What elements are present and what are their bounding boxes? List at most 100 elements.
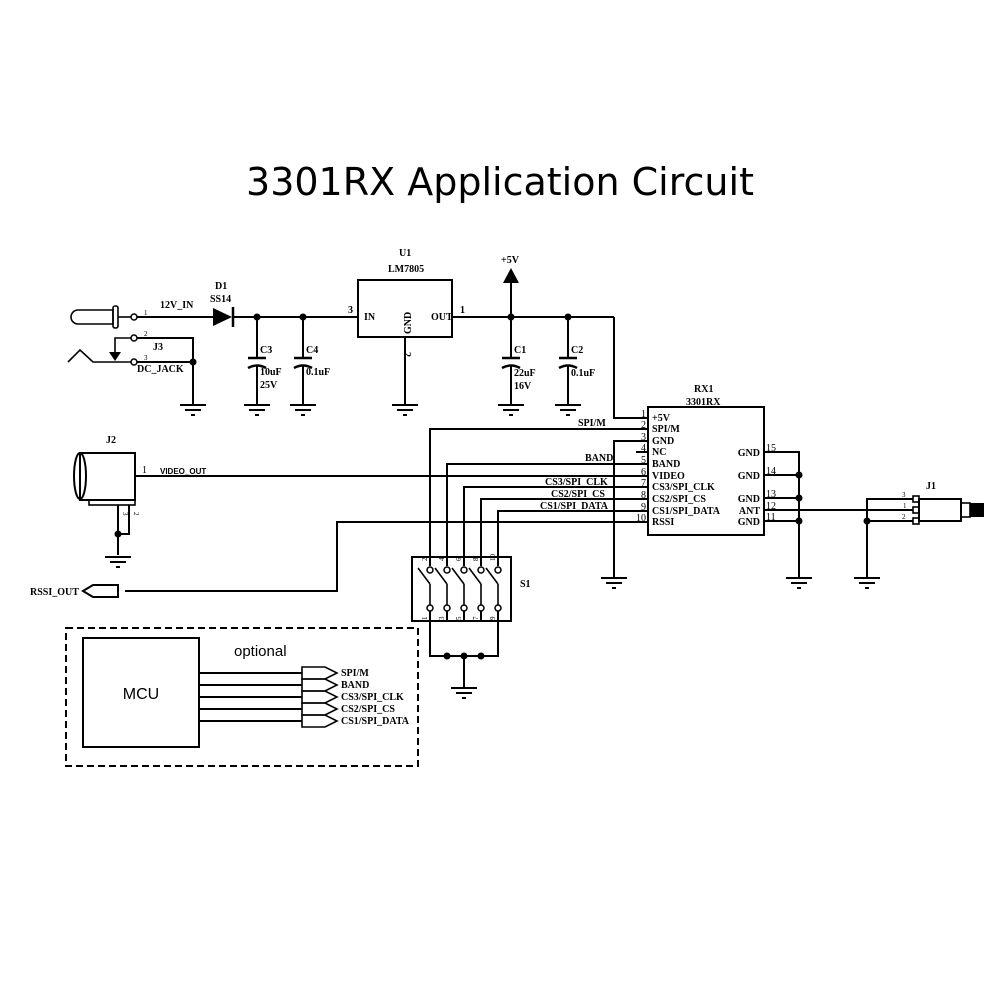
video-connector-j2: J2 1 VIDEO_OUT 3 2 xyxy=(73,435,206,568)
j3-value: DC_JACK xyxy=(137,364,184,375)
c4-ref: C4 xyxy=(306,345,318,356)
j2-ref: J2 xyxy=(106,435,116,446)
u1-pin-gnd: GND xyxy=(403,312,414,334)
diode-d1: D1 SS14 xyxy=(210,281,235,327)
port-arrow-icon xyxy=(301,678,339,692)
net-12v-in: 12V_IN xyxy=(160,300,194,311)
rx1-pin-number: 12 xyxy=(766,501,776,512)
c3-voltage: 25V xyxy=(260,380,278,391)
rx1-pin-name: SPI/M xyxy=(652,424,680,435)
u1-ref: U1 xyxy=(399,248,411,259)
mcu-port-label: CS1/SPI_DATA xyxy=(341,716,410,727)
sma-thread-icon xyxy=(970,503,984,517)
rx1-pin-name: BAND xyxy=(652,459,680,470)
diagram-title: 3301RX Application Circuit xyxy=(246,160,754,204)
u1-pin3: 3 xyxy=(348,305,353,316)
j1-pin2: 2 xyxy=(902,513,906,521)
rx1-pin-number: 8 xyxy=(641,490,646,501)
dc-plug-icon xyxy=(70,309,114,325)
rx1-pin-name: +5V xyxy=(652,413,671,424)
mcu-port-label: SPI/M xyxy=(341,668,369,679)
dip-switch-channel[interactable]: 43 xyxy=(434,557,451,621)
c1-value: 22uF xyxy=(514,368,536,379)
s1-bottom-pin: 3 xyxy=(438,616,446,620)
rx1-pin-number: 6 xyxy=(641,467,646,478)
power-arrow-icon xyxy=(503,268,519,283)
capacitor-c3: C3 10uF 25V xyxy=(243,313,282,416)
c2-ref: C2 xyxy=(571,345,583,356)
rx1-pin-name: GND xyxy=(738,494,760,505)
optional-label: optional xyxy=(234,643,287,660)
mcu-port-label: CS3/SPI_CLK xyxy=(341,692,404,703)
s1-top-pin: 10 xyxy=(489,554,497,562)
c3-ref: C3 xyxy=(260,345,272,356)
rx1-pin-number: 13 xyxy=(766,489,776,500)
port-arrow-icon xyxy=(301,714,339,728)
diode-icon xyxy=(213,308,232,326)
j2-pin2: 2 xyxy=(132,512,140,516)
power-5v-label: +5V xyxy=(501,255,520,266)
rx1-pin-number: 4 xyxy=(641,443,646,454)
j1-ref: J1 xyxy=(926,481,936,492)
net-label-cs2: CS2/SPI_CS xyxy=(551,489,605,500)
u1-pin-out: OUT xyxy=(431,312,453,323)
port-arrow-icon xyxy=(81,584,119,598)
j2-pin3: 3 xyxy=(121,512,129,516)
rx1-pin-name: GND xyxy=(738,471,760,482)
rx1-pin-name: GND xyxy=(738,517,760,528)
rx1-pin-name: CS1/SPI_DATA xyxy=(652,506,721,517)
rx1-pin-number: 15 xyxy=(766,443,776,454)
optional-boundary xyxy=(65,627,419,767)
u1-pin-in: IN xyxy=(364,312,376,323)
dip-switch-channel[interactable]: 109 xyxy=(485,554,502,622)
dip-switch-channel[interactable]: 87 xyxy=(468,557,485,621)
net-label-video-out: VIDEO_OUT xyxy=(160,467,206,476)
s1-ref: S1 xyxy=(520,579,531,590)
j3-pin1: 1 xyxy=(144,309,148,317)
optional-mcu-block: MCU optional SPI/MBANDCS3/SPI_CLKCS2/SPI… xyxy=(65,627,419,767)
rx1-pin-number: 2 xyxy=(641,420,646,431)
mcu-port-label: BAND xyxy=(341,680,369,691)
dip-switch-channel[interactable]: 65 xyxy=(451,557,468,621)
s1-top-pin: 8 xyxy=(472,557,480,561)
u1-pin2: 2 xyxy=(401,352,412,357)
rssi-out-port: RSSI_OUT xyxy=(30,584,119,598)
antenna-connector-j1: J1 3 1 2 xyxy=(853,481,984,589)
port-arrow-icon xyxy=(301,690,339,704)
rx1-ref: RX1 xyxy=(694,384,713,395)
j3-ref: J3 xyxy=(153,342,163,353)
s1-top-pin: 4 xyxy=(438,557,446,561)
rca-jack-icon xyxy=(73,452,87,500)
dip-switch-channel[interactable]: 21 xyxy=(417,557,434,621)
rx1-pin-number: 5 xyxy=(641,455,646,466)
rx1-pin-name: VIDEO xyxy=(652,471,685,482)
dc-plug-collar xyxy=(112,305,119,329)
j3-pin3: 3 xyxy=(144,354,148,362)
rx1-pin-number: 7 xyxy=(641,478,646,489)
rx1-pin-name: RSSI xyxy=(652,517,674,528)
rx1-pin-name: GND xyxy=(738,448,760,459)
rx1-pin-number: 9 xyxy=(641,502,646,513)
j3-pin2: 2 xyxy=(144,330,148,338)
rx1-pin-name: CS2/SPI_CS xyxy=(652,494,706,505)
jack-switch-arrow-icon xyxy=(109,352,121,361)
jack-sleeve-icon xyxy=(67,348,131,363)
c1-ref: C1 xyxy=(514,345,526,356)
u1-pin1: 1 xyxy=(460,305,465,316)
rx1-pin-number: 14 xyxy=(766,466,776,477)
s1-bottom-pin: 1 xyxy=(421,616,429,620)
s1-top-pin: 6 xyxy=(455,557,463,561)
c4-value: 0.1uF xyxy=(306,367,330,378)
j2-pin1: 1 xyxy=(142,465,147,476)
capacitor-c4: C4 0.1uF xyxy=(289,313,330,416)
u1-value: LM7805 xyxy=(388,264,424,275)
c3-value: 10uF xyxy=(260,367,282,378)
s1-bottom-pin: 5 xyxy=(455,616,463,620)
rx1-pin-number: 11 xyxy=(766,512,776,523)
d1-ref: D1 xyxy=(215,281,227,292)
c2-value: 0.1uF xyxy=(571,368,595,379)
rx1-value: 3301RX xyxy=(686,397,721,408)
